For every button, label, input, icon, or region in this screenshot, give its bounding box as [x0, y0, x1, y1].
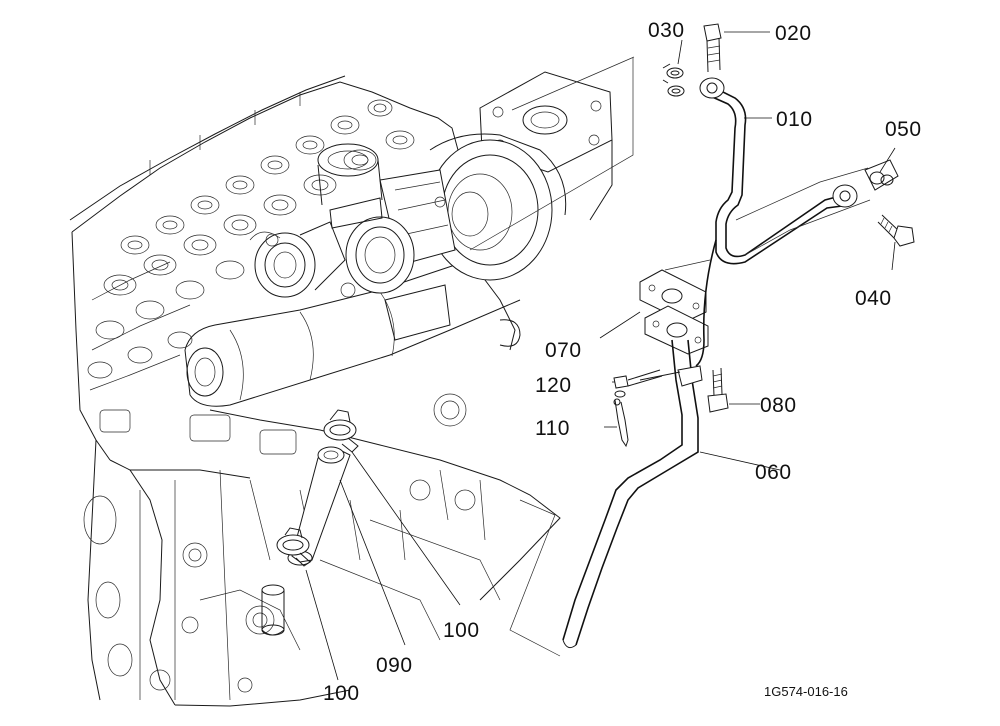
callout-010: 010 [776, 108, 813, 131]
callout-120: 120 [535, 374, 572, 397]
hose-clamp-100-upper [323, 409, 359, 453]
callout-100-lower: 100 [323, 682, 360, 705]
callout-leader-lines [305, 31, 896, 681]
callout-labels: 020 030 010 050 040 070 120 080 110 060 … [323, 19, 922, 705]
callout-060: 060 [755, 461, 792, 484]
hose-clamp-100-lower [276, 527, 311, 567]
callout-080: 080 [760, 394, 797, 417]
bolt-080 [707, 367, 729, 413]
oil-inlet-pipe [699, 77, 871, 265]
hose-090 [287, 446, 351, 566]
bolt-120 [613, 369, 663, 398]
engine-block [69, 75, 561, 707]
bolt-040 [877, 214, 915, 247]
callout-070: 070 [545, 339, 582, 362]
washers-030 [662, 63, 685, 97]
callout-050: 050 [885, 118, 922, 141]
outline-leader-lines [469, 56, 711, 657]
figure-number: 1G574-016-16 [764, 684, 848, 699]
callout-020: 020 [775, 22, 812, 45]
oil-return-pipe [562, 239, 717, 649]
turbocharger [249, 133, 567, 341]
callout-100-upper: 100 [443, 619, 480, 642]
callout-040: 040 [855, 287, 892, 310]
washers-050 [864, 159, 899, 191]
clip-110 [613, 398, 629, 448]
callout-090: 090 [376, 654, 413, 677]
callout-110: 110 [535, 417, 570, 440]
callout-030: 030 [648, 19, 685, 42]
banjo-bolt-020 [703, 23, 722, 73]
